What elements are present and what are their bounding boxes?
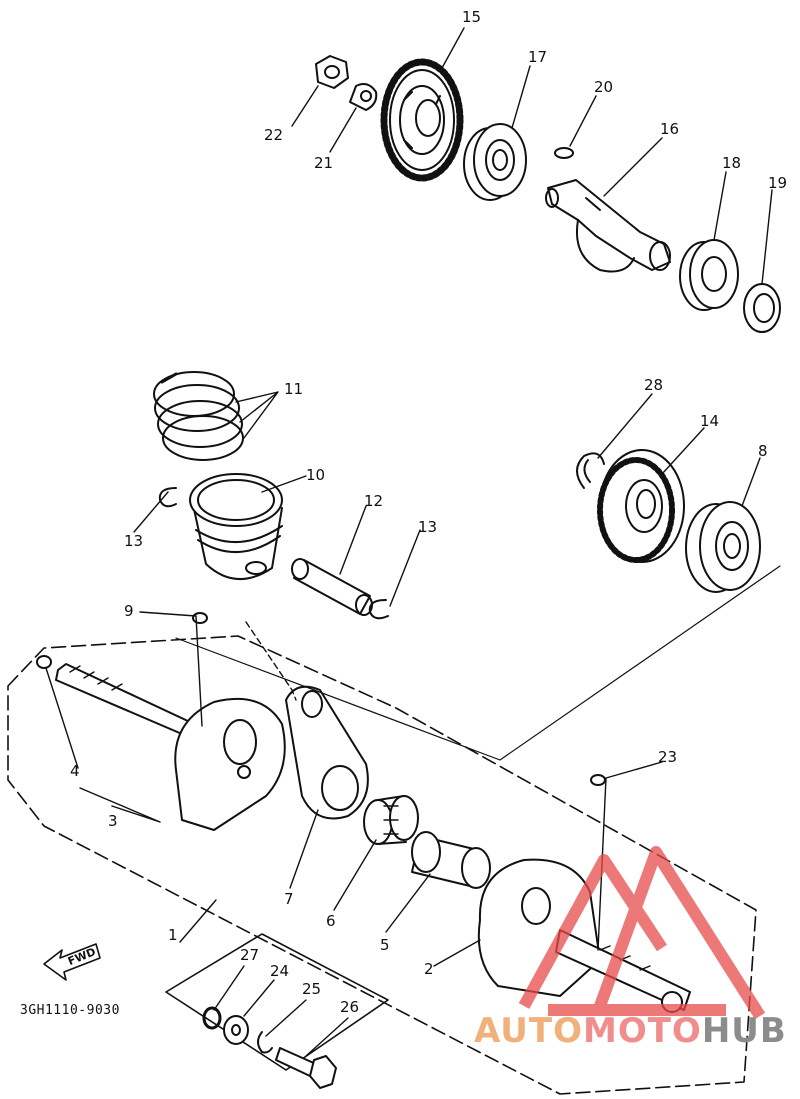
balancer-drive-gear-14 — [597, 449, 685, 563]
bolt-26 — [275, 1047, 337, 1089]
callout-19: 19 — [768, 174, 788, 192]
callout-14: 14 — [700, 412, 720, 430]
watermark-part-hub: HUB — [701, 1011, 787, 1051]
leader-lines — [45, 27, 781, 1057]
callout-22: 22 — [264, 126, 284, 144]
callout-20: 20 — [594, 78, 614, 96]
callout-23: 23 — [658, 748, 678, 766]
callout-11: 11 — [284, 380, 304, 398]
key-20 — [554, 147, 574, 159]
callout-24: 24 — [270, 962, 290, 980]
nut-22 — [315, 55, 349, 89]
key-23 — [590, 774, 606, 786]
bearing-8 — [685, 501, 761, 593]
callout-26: 26 — [340, 998, 360, 1016]
callout-7: 7 — [284, 890, 294, 908]
lock-washer-21 — [349, 83, 378, 111]
crank-pin-5 — [411, 831, 491, 889]
callout-3: 3 — [108, 812, 118, 830]
piston-rings-11 — [153, 371, 244, 461]
balancer-shaft-16 — [545, 179, 671, 273]
callout-4: 4 — [70, 762, 80, 780]
watermark-logo — [518, 846, 766, 1020]
crank-half-left-3 — [55, 663, 286, 831]
callout-27: 27 — [240, 946, 260, 964]
callout-28: 28 — [644, 376, 664, 394]
callout-9: 9 — [124, 602, 134, 620]
piston-10 — [189, 473, 283, 581]
callout-17: 17 — [528, 48, 548, 66]
callout-8: 8 — [758, 442, 768, 460]
plug-4 — [36, 655, 52, 669]
callout-13-left: 13 — [124, 532, 144, 550]
bearing-17 — [463, 123, 527, 201]
callout-6: 6 — [326, 912, 336, 930]
watermark-text: AUTOMOTOHUB — [474, 1014, 787, 1048]
circlip-13-left — [158, 487, 177, 508]
watermark-part-moto: MOTO — [582, 1011, 702, 1051]
callout-5: 5 — [380, 936, 390, 954]
circlip-28 — [576, 452, 605, 489]
drive-gear-15 — [380, 58, 464, 182]
callout-18: 18 — [722, 154, 742, 172]
callout-1: 1 — [168, 926, 178, 944]
watermark-part-auto: AUTO — [474, 1011, 583, 1051]
key-9 — [192, 612, 208, 624]
o-ring-27 — [202, 1006, 222, 1030]
callout-12: 12 — [364, 492, 384, 510]
washer-25 — [257, 1031, 273, 1054]
callout-16: 16 — [660, 120, 680, 138]
oil-seal-19 — [743, 283, 781, 333]
fwd-arrow-icon — [43, 943, 101, 981]
callout-2: 2 — [424, 960, 434, 978]
callout-21: 21 — [314, 154, 334, 172]
washer-24 — [223, 1015, 249, 1045]
callout-15: 15 — [462, 8, 482, 26]
callout-13-right: 13 — [418, 518, 438, 536]
bearing-18 — [679, 239, 739, 311]
diagram-code: 3GH1110-9030 — [20, 1003, 120, 1018]
callout-10: 10 — [306, 466, 326, 484]
callout-25: 25 — [302, 980, 322, 998]
needle-bearing-6 — [363, 795, 419, 845]
crank-half-right-2 — [477, 858, 691, 1013]
connecting-rod-7 — [285, 685, 369, 820]
bolt-group-boundary — [165, 933, 389, 1071]
piston-pin-12 — [291, 558, 373, 616]
